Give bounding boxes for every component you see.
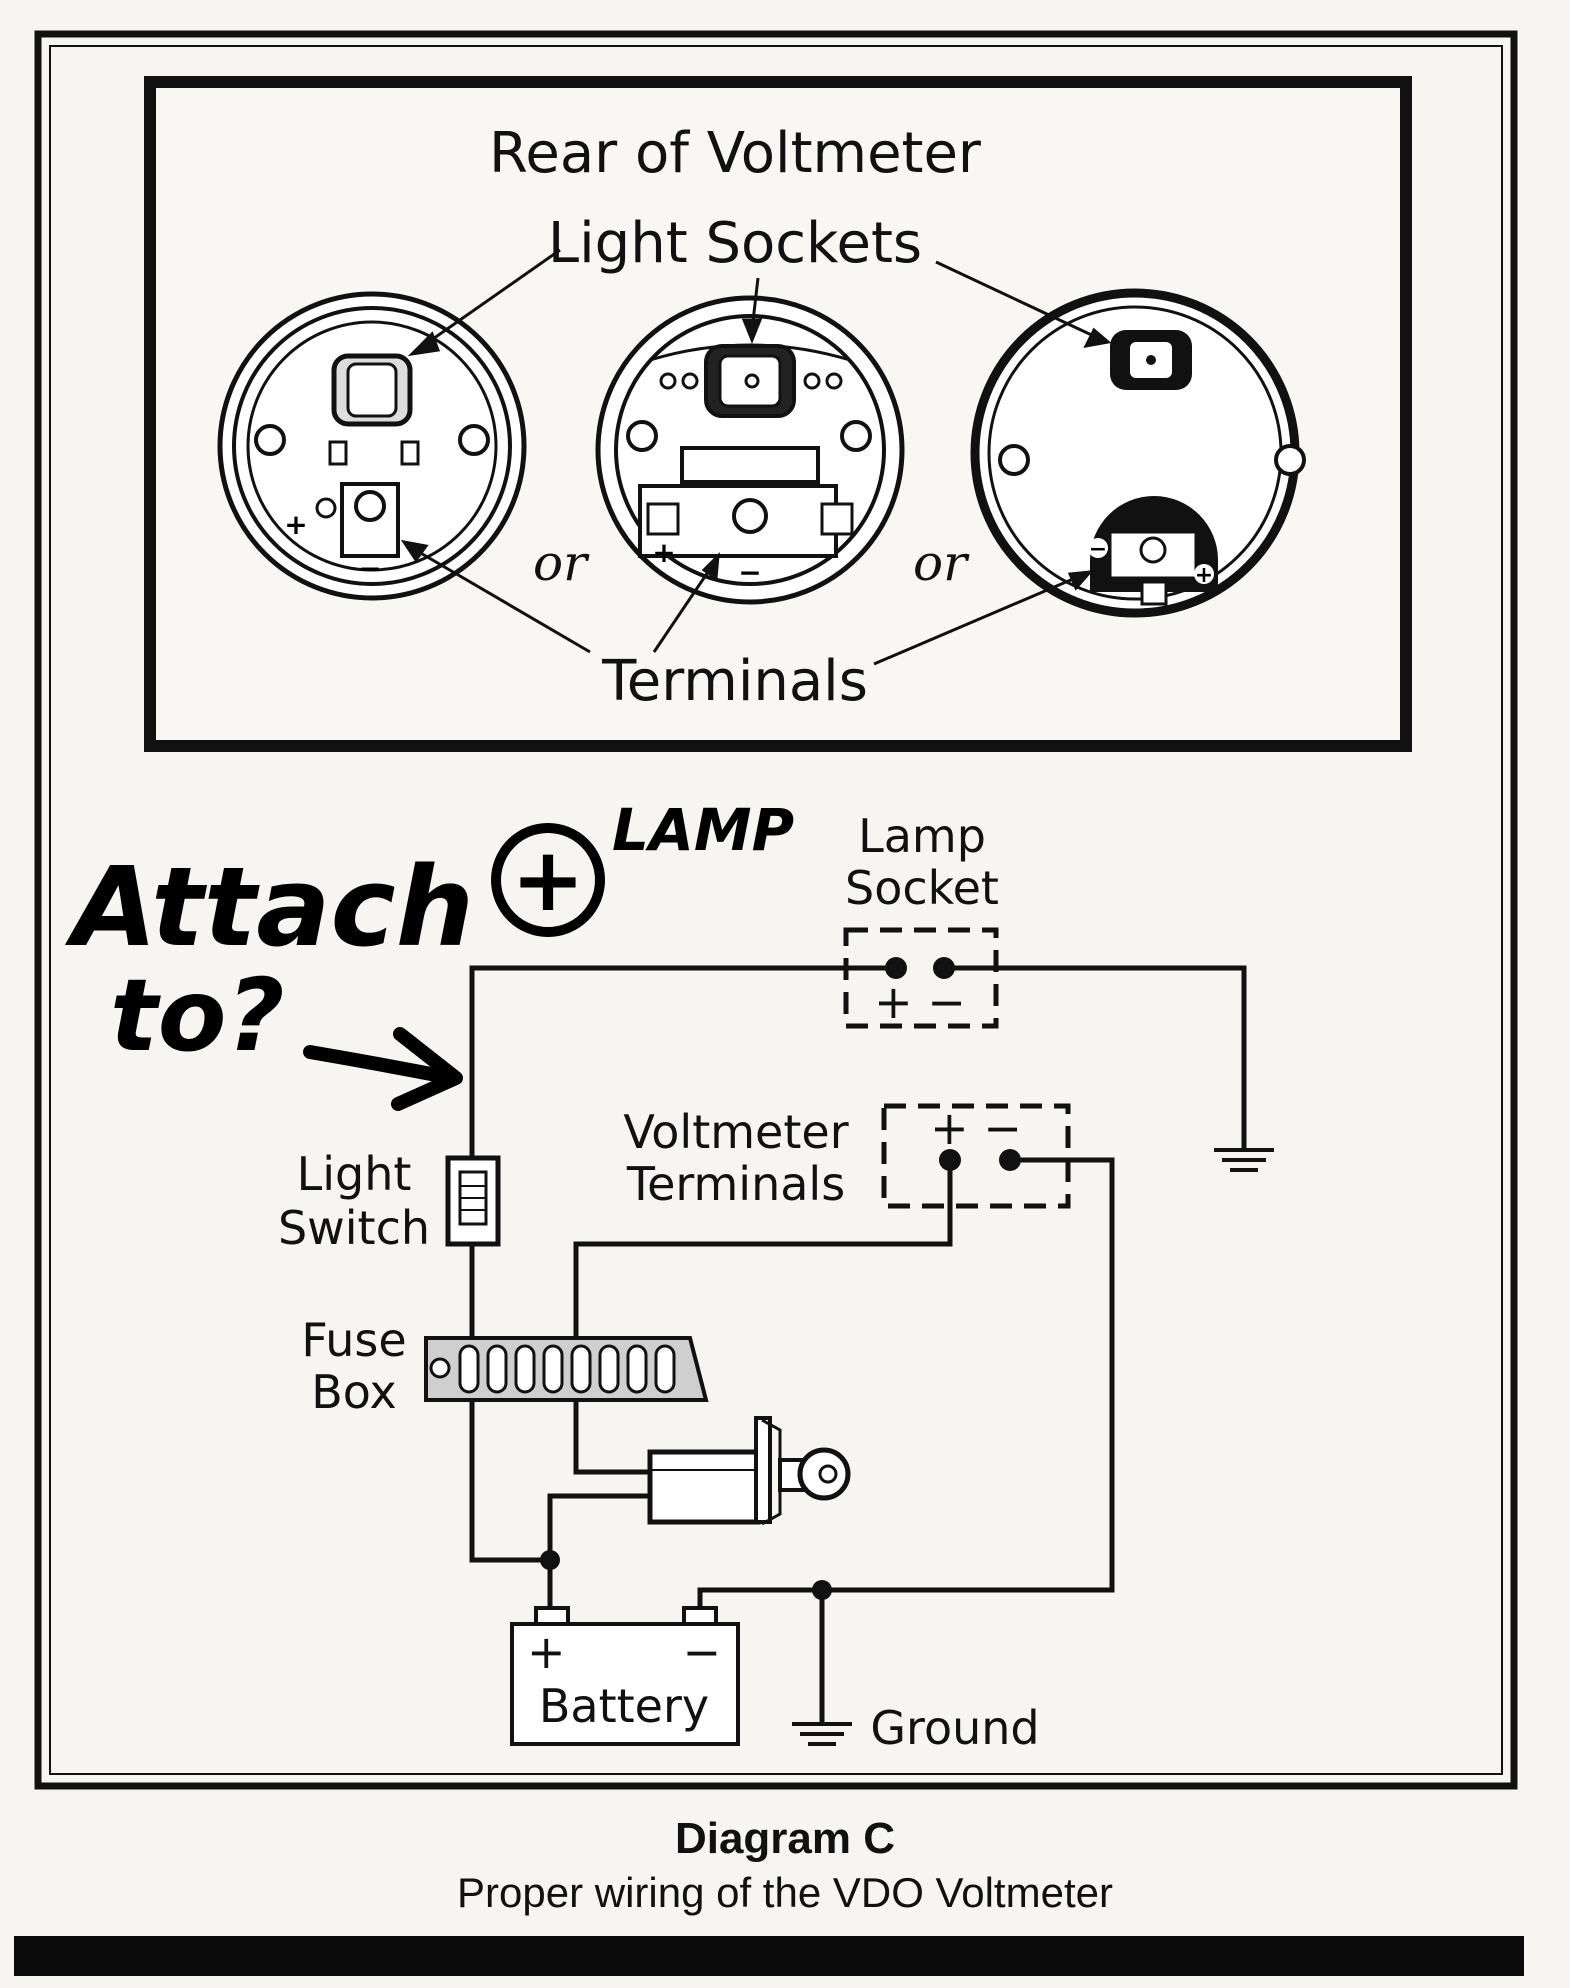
voltmeter-terminals-label-1: Voltmeter — [623, 1105, 848, 1159]
pointer-arrows — [400, 248, 1112, 666]
battery: + − Battery — [510, 1606, 740, 1746]
bottom-bar — [14, 1936, 1524, 1976]
gauge-rear-2: + − — [595, 295, 905, 605]
annotation-attach: Attach — [64, 843, 474, 971]
caption-title: Diagram C — [674, 1814, 896, 1863]
outer-frame — [34, 30, 1518, 1790]
ground-symbol-2 — [792, 1722, 852, 1746]
battery-polarity: + − — [527, 1625, 721, 1679]
fuse-box-label-1: Fuse — [301, 1313, 406, 1367]
voltmeter-polarity: + − — [930, 1101, 1022, 1155]
fuse-box — [424, 1336, 709, 1402]
lamp-socket — [843, 927, 999, 1029]
annotation-circle-plus: + — [511, 828, 585, 931]
fuse-box-label-2: Box — [311, 1365, 397, 1419]
rear-of-voltmeter-panel: Rear of Voltmeter Light Sockets Terminal… — [144, 76, 1412, 752]
handwritten-annotation: Attach + LAMP to? — [64, 796, 794, 1111]
gauge-rear-1: + − — [217, 291, 527, 601]
wiring-schematic: Lamp Socket + − Voltmeter Terminals + − … — [278, 809, 1274, 1755]
light-sockets-label: Light Sockets — [548, 211, 922, 276]
gauge-2-minus: − — [738, 556, 761, 589]
panel-title: Rear of Voltmeter — [489, 121, 982, 186]
annotation-arrow — [303, 1045, 459, 1085]
battery-label: Battery — [539, 1679, 709, 1733]
gauge-1-plus: + — [284, 508, 307, 541]
gauge-3-plus: + — [1195, 563, 1213, 588]
lamp-socket-label-2: Socket — [845, 861, 999, 915]
light-switch-label-2: Switch — [278, 1201, 430, 1255]
light-switch-label-1: Light — [297, 1147, 412, 1201]
annotation-lamp: LAMP — [612, 796, 794, 864]
annotation-circle — [491, 823, 605, 937]
gauge-rear-3: − + — [970, 288, 1306, 618]
terminals-label: Terminals — [601, 649, 868, 714]
diagram-caption: Diagram C Proper wiring of the VDO Voltm… — [0, 1812, 1570, 1920]
ground-symbol-1 — [1214, 1148, 1274, 1172]
inner-frame — [49, 45, 1503, 1775]
lamp-socket-polarity: + − — [874, 975, 966, 1029]
wires — [469, 965, 1247, 1724]
gauge-1-minus: − — [358, 552, 381, 585]
or-label-1: or — [533, 534, 590, 592]
ignition-key-switch — [647, 1416, 851, 1526]
gauge-3-minus: − — [1089, 537, 1107, 562]
annotation-to: to? — [110, 957, 285, 1074]
lamp-socket-label-1: Lamp — [858, 809, 986, 863]
voltmeter-terminals — [881, 1103, 1071, 1209]
caption-subtitle: Proper wiring of the VDO Voltmeter — [457, 1869, 1113, 1916]
or-label-2: or — [913, 534, 970, 592]
ground-label: Ground — [870, 1701, 1039, 1755]
voltmeter-terminals-label-2: Terminals — [626, 1157, 845, 1211]
gauge-2-plus: + — [652, 536, 675, 569]
